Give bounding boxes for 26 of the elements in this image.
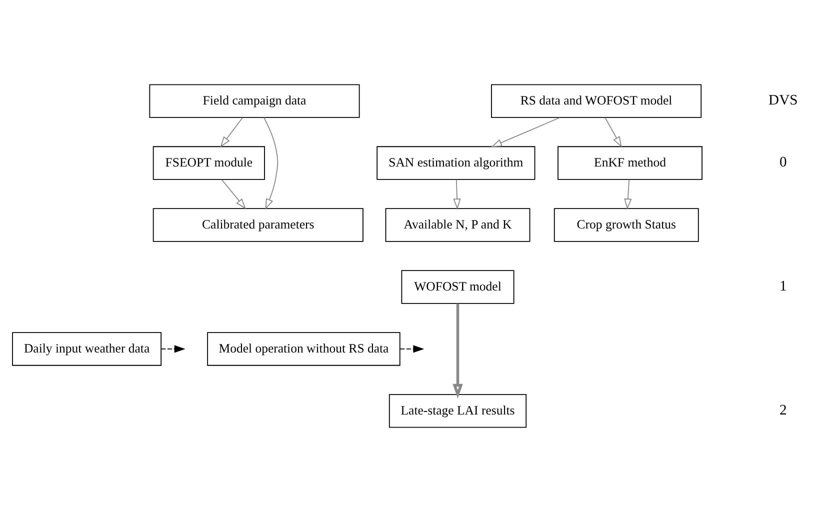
node-box: Calibrated parameters: [152, 208, 364, 242]
arrow: [221, 178, 246, 209]
node-box: Available N, P and K: [385, 208, 530, 242]
arrow: [491, 116, 560, 147]
node-box: Model operation without RS data: [207, 332, 400, 366]
arrow: [160, 344, 186, 352]
node-box: SAN estimation algorithm: [376, 146, 536, 180]
arrow: [263, 116, 278, 210]
node-box: RS data and WOFOST model: [491, 84, 702, 118]
arrow: [220, 116, 243, 147]
arrow: [453, 178, 461, 210]
label: 2: [780, 402, 787, 418]
node-box: FSEOPT module: [152, 146, 265, 180]
label: 0: [780, 154, 787, 170]
label: 1: [780, 278, 787, 294]
node-box: Daily input weather data: [12, 332, 162, 366]
arrow: [452, 303, 463, 398]
arrow: [604, 116, 622, 147]
node-box: Late-stage LAI results: [388, 394, 527, 428]
node-box: WOFOST model: [401, 270, 514, 304]
label: DVS: [768, 92, 798, 108]
node-box: EnKF method: [558, 146, 702, 180]
node-box: Crop growth Status: [554, 208, 699, 242]
node-box: Field campaign data: [149, 84, 360, 118]
arrow: [624, 178, 632, 210]
arrow: [400, 344, 424, 352]
